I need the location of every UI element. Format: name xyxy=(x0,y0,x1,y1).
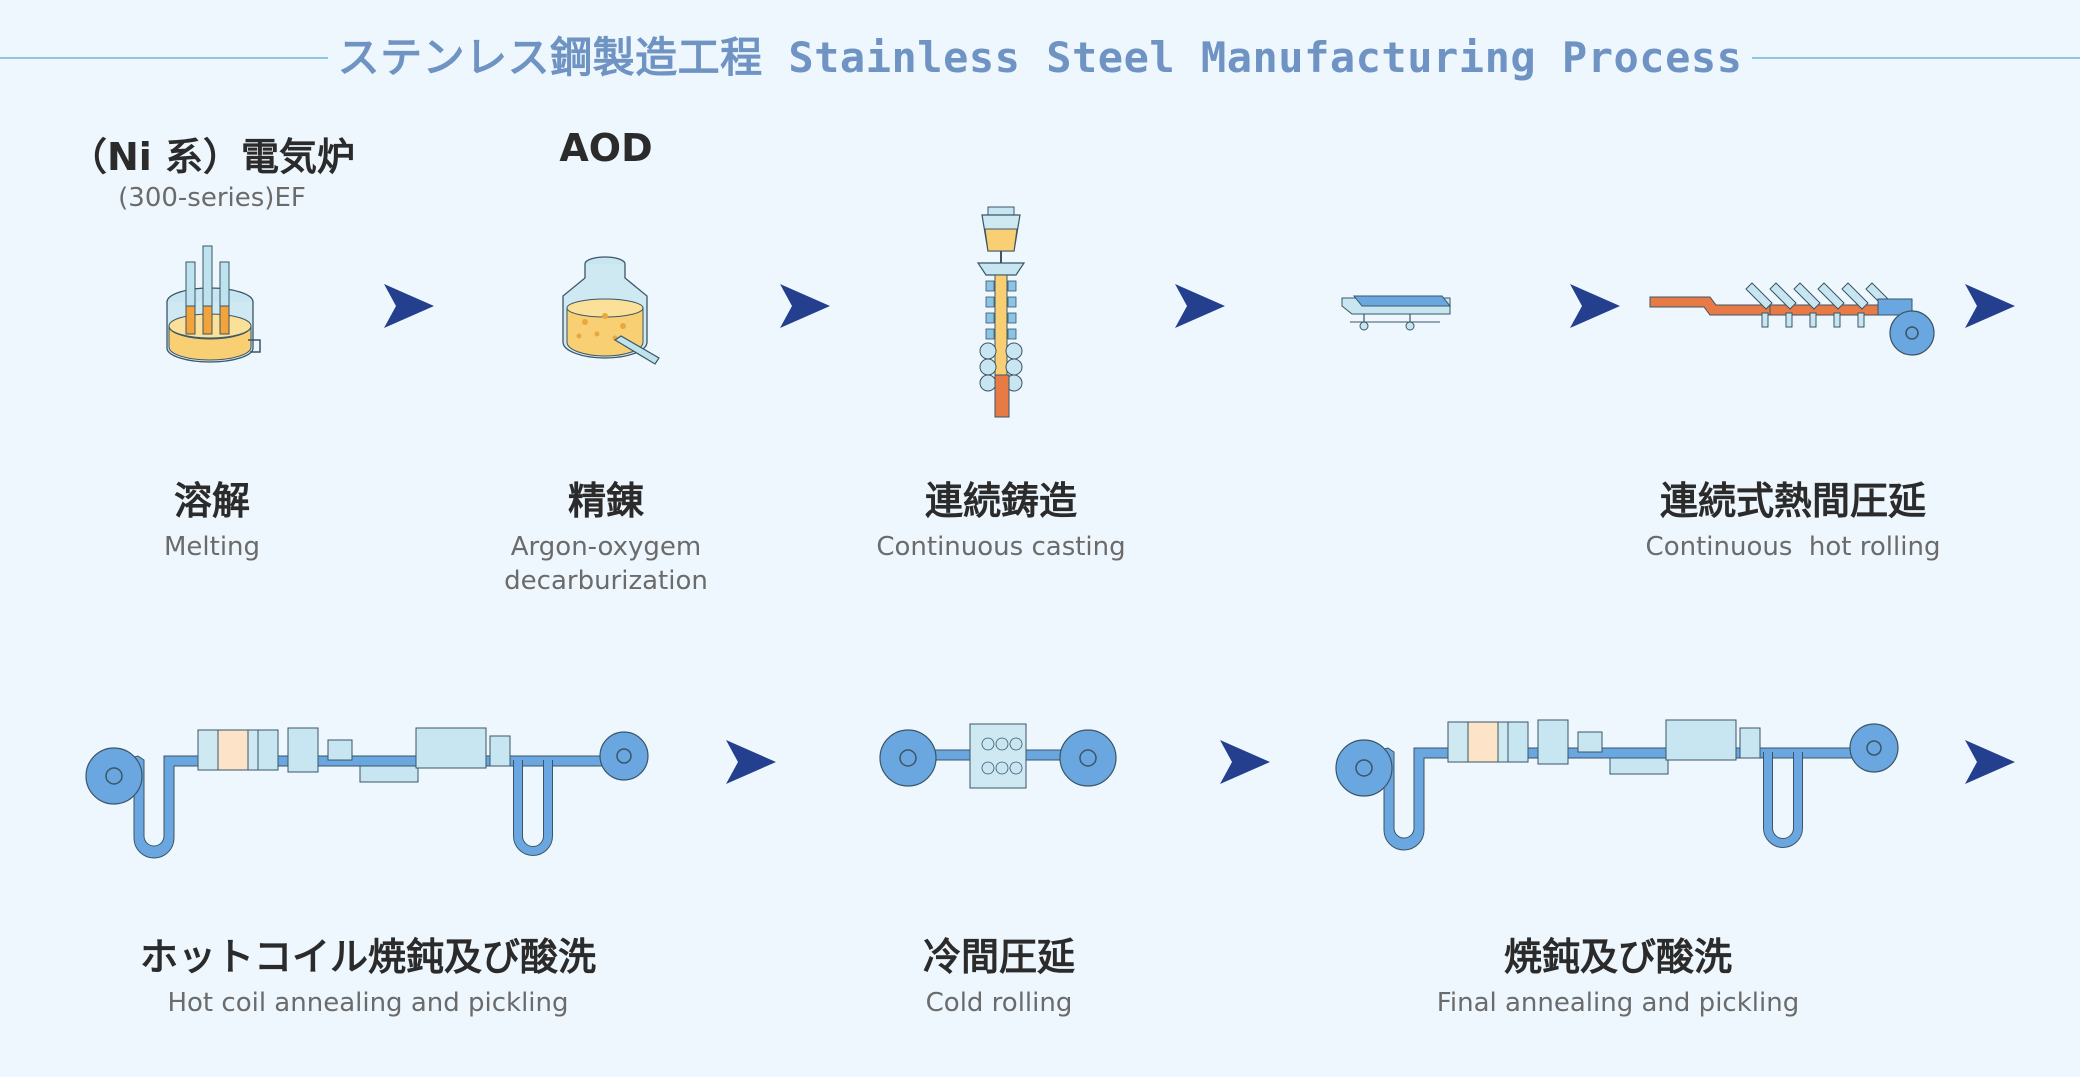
arrow-icon xyxy=(1175,284,1225,328)
step-hot-rolling-en: Continuous hot rolling xyxy=(1645,532,1941,562)
arrow-icon xyxy=(780,284,830,328)
step-cold-rolling-en: Cold rolling xyxy=(925,988,1073,1018)
title-rule-left xyxy=(0,57,328,59)
step-refining-jp: 精錬 xyxy=(567,479,645,523)
step-hot-coil-annealing-jp: ホットコイル焼鈍及び酸洗 xyxy=(139,935,597,979)
step-casting-jp: 連続鋳造 xyxy=(924,479,1078,523)
step-final-annealing-jp: 焼鈍及び酸洗 xyxy=(1503,935,1733,979)
step-refining: 精錬 Argon-oxygem decarburization xyxy=(504,478,708,598)
arrow-icon xyxy=(1965,740,2015,784)
step-melting-jp: 溶解 xyxy=(173,479,250,523)
arrow-icon xyxy=(1570,284,1620,328)
aod-label: AOD xyxy=(559,126,653,170)
page-title: ステンレス鋼製造工程 Stainless Steel Manufacturing… xyxy=(337,33,1743,82)
arrow-icon xyxy=(726,740,776,784)
pre-label-ef: （Ni 系）電気炉 (300-series)EF xyxy=(69,126,355,213)
step-cold-rolling: 冷間圧延 Cold rolling xyxy=(923,934,1075,1020)
step-refining-en: Argon-oxygem xyxy=(510,532,702,562)
cold-rolling-mill-icon xyxy=(879,723,1117,789)
aod-converter-icon xyxy=(562,256,660,365)
step-hot-coil-annealing: ホットコイル焼鈍及び酸洗 Hot coil annealing and pick… xyxy=(140,934,596,1020)
step-casting-en: Continuous casting xyxy=(876,532,1126,562)
pre-label-aod: AOD xyxy=(559,126,652,170)
step-melting-en: Melting xyxy=(163,532,261,562)
arrow-icon xyxy=(1965,284,2015,328)
step-cold-rolling-jp: 冷間圧延 xyxy=(922,935,1076,979)
step-hot-rolling: 連続式熱間圧延 Continuous hot rolling xyxy=(1646,478,1941,564)
slab-icon xyxy=(1341,295,1452,331)
ef-label-en: (300-series)EF xyxy=(118,183,306,213)
step-hot-rolling-jp: 連続式熱間圧延 xyxy=(1659,479,1926,523)
annealing-pickling-line-icon xyxy=(85,727,649,859)
annealing-pickling-line-icon xyxy=(1335,719,1899,851)
hot-rolling-mill-icon xyxy=(1649,282,1935,356)
step-hot-coil-annealing-en: Hot coil annealing and pickling xyxy=(167,988,569,1018)
step-melting: 溶解 Melting xyxy=(164,478,260,564)
step-casting: 連続鋳造 Continuous casting xyxy=(876,478,1125,564)
arrow-icon xyxy=(384,284,434,328)
continuous-caster-icon xyxy=(976,206,1026,418)
arrow-icon xyxy=(1220,740,1270,784)
ef-label-jp: （Ni 系）電気炉 xyxy=(68,135,356,179)
step-refining-en-2: decarburization xyxy=(504,566,708,596)
electric-furnace-icon xyxy=(166,245,261,363)
step-final-annealing-en: Final annealing and pickling xyxy=(1436,988,1800,1018)
step-final-annealing: 焼鈍及び酸洗 Final annealing and pickling xyxy=(1437,934,1799,1020)
title-rule-right xyxy=(1752,57,2080,59)
